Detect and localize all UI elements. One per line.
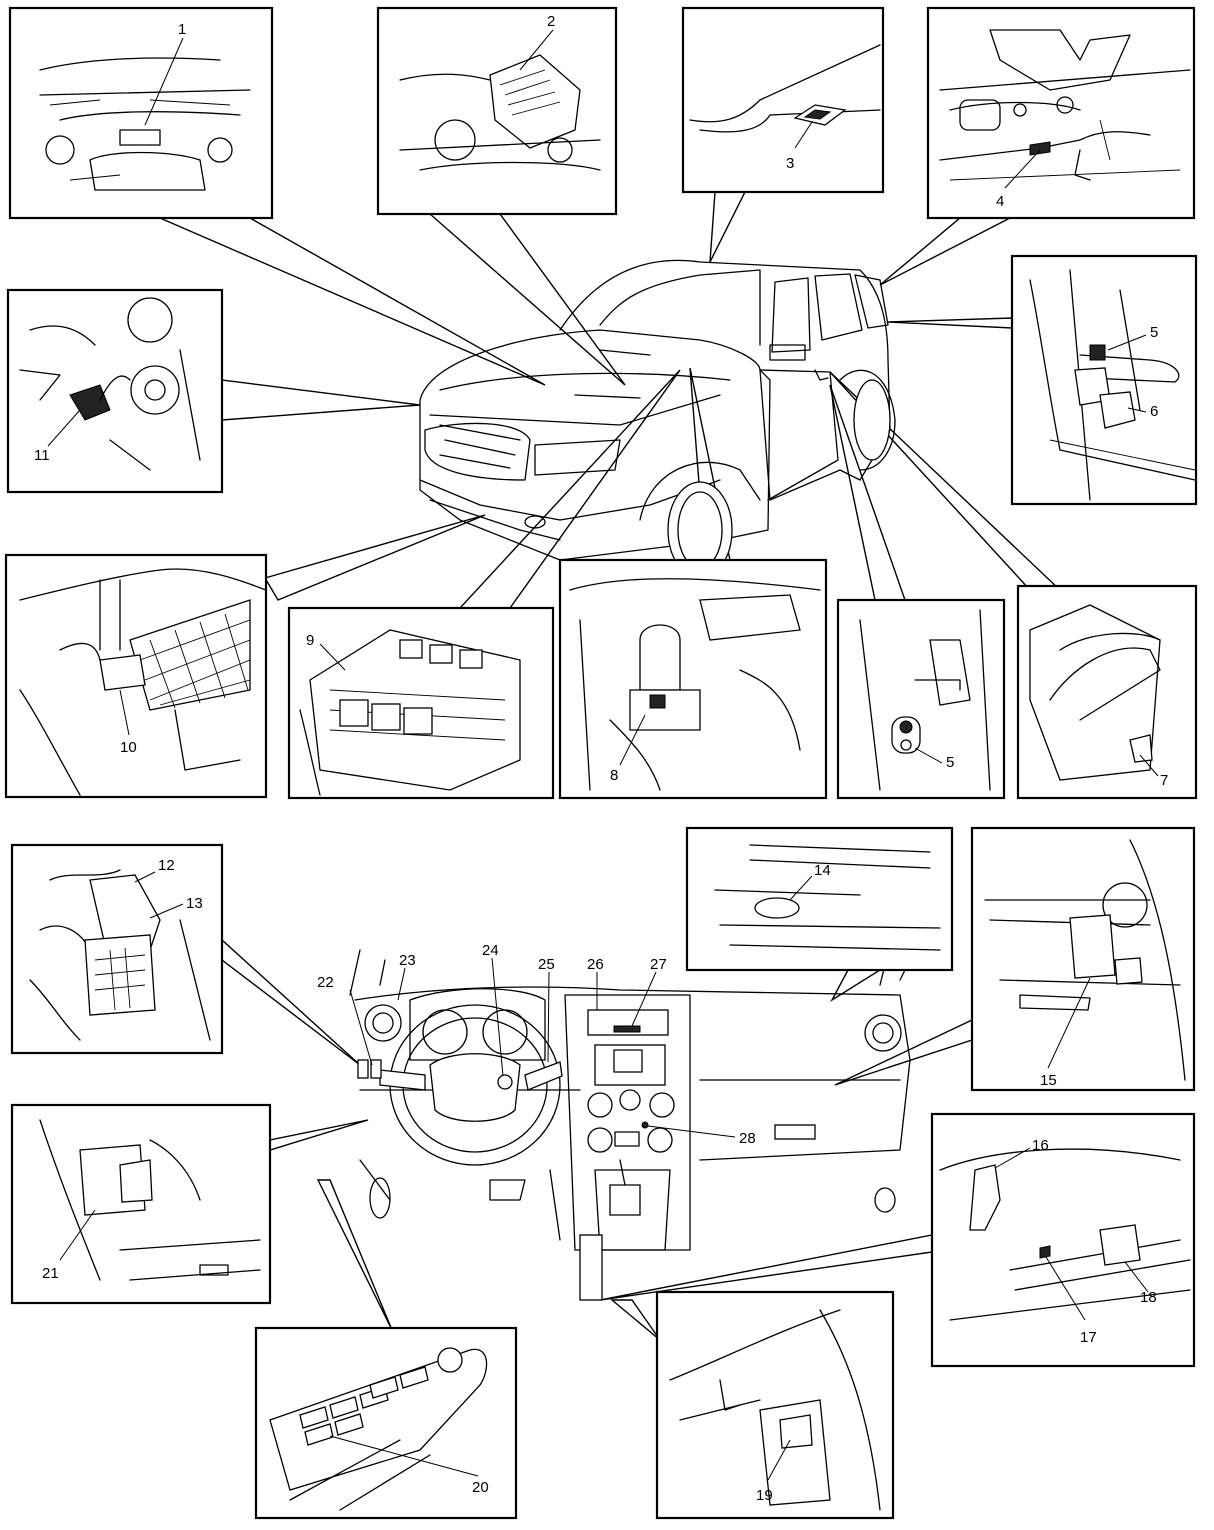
callout-23: 23 [399,952,416,969]
callout-27: 27 [650,956,667,973]
callout-5-door: 5 [1150,324,1158,341]
callout-11: 11 [34,447,50,464]
callout-4: 4 [996,193,1004,210]
callout-6: 6 [1150,403,1158,420]
panel-10: 10 [4,553,268,799]
window-switches [299,1366,429,1446]
panel-15: 15 [970,826,1196,1092]
dashboard-illustration: 22 23 24 25 26 27 28 [317,942,911,1301]
vehicle-illustration [419,259,896,579]
callout-22: 22 [317,974,334,991]
callout-19: 19 [756,1487,773,1504]
grille-mesh [129,599,251,711]
callout-5-striker: 5 [946,754,954,771]
panel-5-striker: 5 [836,598,1006,800]
panel-19: 19 [655,1290,895,1520]
panel-5-6: 5 6 [1010,254,1198,506]
panel-8: 8 [558,558,828,800]
panel-4: 4 [926,6,1196,220]
callout-16: 16 [1032,1137,1049,1154]
callout-10: 10 [120,739,137,756]
panel-7: 7 [1016,584,1198,800]
callout-12: 12 [158,857,175,874]
panel-11: 11 [6,288,224,494]
panel-1: 1 [8,6,274,220]
panel-9: 9 [287,606,555,800]
panel-21: 21 [10,1103,272,1305]
callout-20: 20 [472,1479,489,1496]
callout-2: 2 [547,13,555,30]
callout-18: 18 [1140,1289,1157,1306]
callout-21: 21 [42,1265,59,1282]
callout-25: 25 [538,956,555,973]
callout-15: 15 [1040,1072,1057,1089]
callout-9: 9 [306,632,314,649]
panel-14: 14 [685,826,954,972]
panel-16-17-18: 16 17 18 [930,1112,1196,1368]
callout-28: 28 [739,1130,756,1147]
callout-24: 24 [482,942,499,959]
panel-2: 2 [376,6,618,216]
callout-3: 3 [786,155,794,172]
callout-7: 7 [1160,772,1168,789]
callout-17: 17 [1080,1329,1097,1346]
panel-3: 3 [681,6,885,194]
callout-26: 26 [587,956,604,973]
callout-8: 8 [610,767,618,784]
callout-1: 1 [178,21,186,38]
panel-20: 20 [254,1326,518,1520]
callout-13: 13 [186,895,203,912]
callout-14: 14 [814,862,831,879]
panel-12-13: 12 13 [10,843,224,1055]
relay-blocks [339,639,483,735]
